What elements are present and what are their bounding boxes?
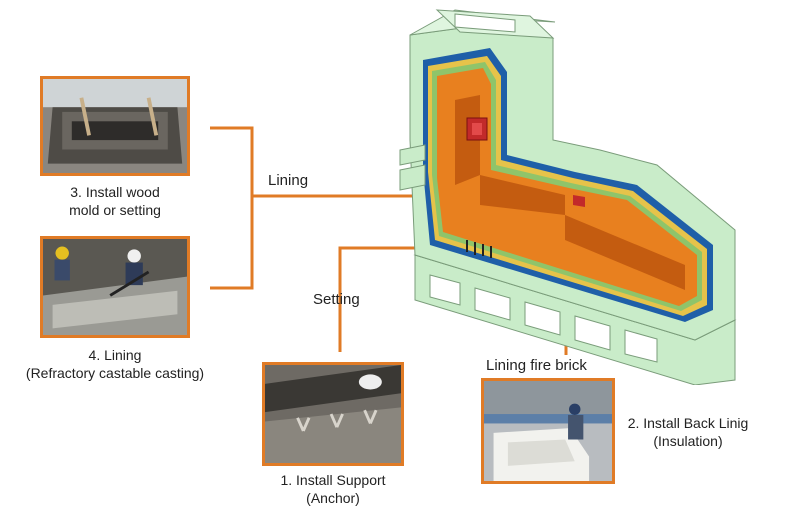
caption-step-2-line2: (Insulation) <box>653 433 723 449</box>
side-nozzle <box>399 164 426 191</box>
label-lining: Lining <box>268 172 309 189</box>
caption-step-4: 4. Lining (Refractory castable casting) <box>5 346 225 382</box>
photo-install-support <box>262 362 404 466</box>
caption-step-4-line1: 4. Lining <box>88 347 142 363</box>
caption-step-3: 3. Install wood mold or setting <box>40 183 190 219</box>
caption-step-2-line1: 2. Install Back Linig <box>627 415 749 431</box>
photo-install-back-lining <box>481 378 615 484</box>
caption-step-1: 1. Install Support (Anchor) <box>258 471 408 507</box>
burner-port-lower <box>573 195 585 207</box>
furnace-cutaway-illustration <box>399 9 737 385</box>
inner-cavity <box>455 95 685 290</box>
caption-step-2: 2. Install Back Linig (Insulation) <box>618 414 758 450</box>
photo-lining-casting <box>40 236 190 338</box>
caption-step-1-line1: 1. Install Support <box>280 472 386 488</box>
caption-step-3-line1: 3. Install wood <box>70 184 160 200</box>
caption-step-3-line2: mold or setting <box>69 202 161 218</box>
lining-bracket-line <box>210 126 254 290</box>
label-setting: Setting <box>313 291 360 308</box>
caption-step-4-line2: (Refractory castable casting) <box>25 365 205 381</box>
anchor-setting <box>466 240 492 258</box>
label-lining-fire-brick: Lining fire brick <box>486 357 587 374</box>
caption-step-1-line2: (Anchor) <box>306 490 360 506</box>
photo-install-wood-mold <box>40 76 190 176</box>
